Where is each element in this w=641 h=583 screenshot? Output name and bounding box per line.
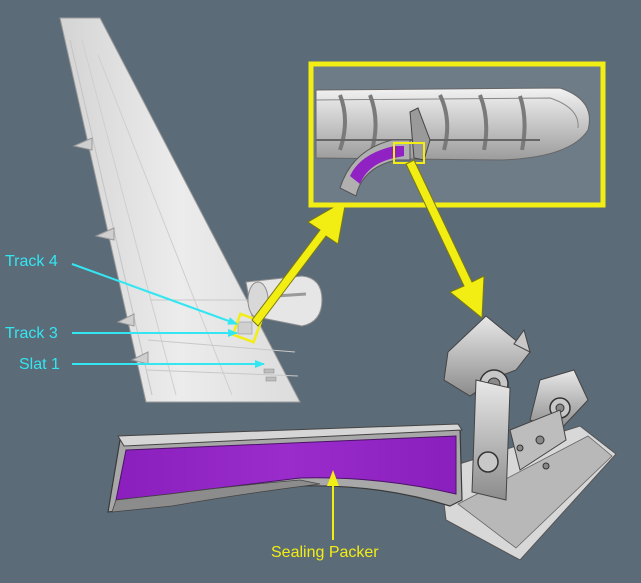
zoom-arrow-upper — [251, 199, 347, 327]
track4-label: Track 4 — [5, 253, 58, 270]
track4-leader — [71, 263, 238, 325]
sealing-packer-callout — [327, 470, 339, 540]
track3-label: Track 3 — [5, 325, 58, 342]
slat1-label: Slat 1 — [19, 356, 60, 373]
callout-arrows — [71, 263, 265, 368]
zoom-arrow-lower — [405, 159, 485, 320]
sealing-packer-label: Sealing Packer — [271, 544, 379, 561]
wing-illustration — [59, 17, 323, 403]
track-assembly — [107, 315, 617, 561]
detail-inset — [308, 61, 606, 208]
sealing-packer-shape — [115, 435, 457, 501]
